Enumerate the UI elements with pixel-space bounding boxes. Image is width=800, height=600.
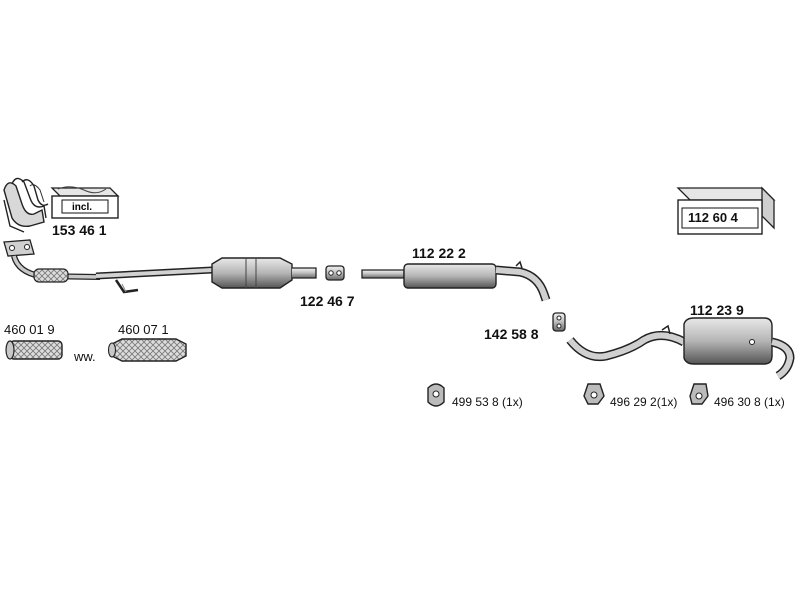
- rear-clamp-part-number: 142 58 8: [484, 326, 539, 342]
- gasket-a: [5, 340, 63, 360]
- incl-label: incl.: [72, 202, 93, 213]
- gasket-b: [107, 338, 187, 362]
- front-pipe: [3, 239, 213, 294]
- rubber-ring-icon: [689, 383, 709, 405]
- manifold-kit-box: [50, 186, 120, 219]
- exhaust-manifold: [3, 177, 49, 233]
- ring-part-number: 496 30 8 (1x): [714, 395, 785, 409]
- catalytic-converter: [211, 257, 317, 289]
- hanger-part-number: 499 53 8 (1x): [452, 395, 523, 409]
- or-text: ww.: [74, 349, 96, 364]
- mount-part-number: 496 29 2(1x): [610, 395, 678, 409]
- front-clamp: [325, 265, 345, 281]
- rear-silencer: [566, 317, 795, 380]
- mounting-kit-box: [676, 186, 776, 235]
- middle-silencer-part-number: 112 22 2: [412, 245, 466, 261]
- gasket-b-part-number: 460 07 1: [118, 322, 169, 337]
- middle-silencer: [361, 260, 551, 302]
- manifold-part-number: 153 46 1: [52, 222, 107, 238]
- rubber-hanger-icon: [427, 383, 445, 407]
- mounting-kit-part-number: 112 60 4: [688, 210, 738, 225]
- rear-silencer-part-number: 112 23 9: [690, 302, 744, 318]
- gasket-a-part-number: 460 01 9: [4, 322, 55, 337]
- front-clamp-part-number: 122 46 7: [300, 293, 355, 309]
- rubber-mount-icon: [583, 383, 605, 405]
- rear-clamp: [552, 312, 566, 332]
